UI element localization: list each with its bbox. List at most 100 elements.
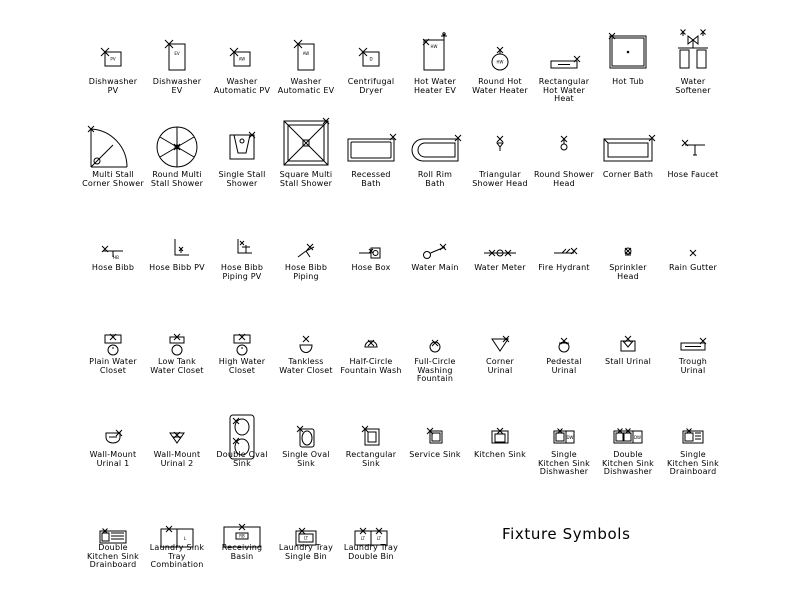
label-line: Roll Rim [417, 170, 453, 179]
plain-water-closet-symbol [83, 315, 143, 375]
label-line: Piping [293, 271, 319, 281]
label-line: Urinal [487, 365, 513, 375]
label-line: Closet [99, 365, 127, 375]
hose-faucet-label: Hose Faucet [638, 170, 748, 180]
label-line: Water Main [411, 263, 459, 272]
stall-urinal-label: Stall Urinal [573, 357, 683, 367]
label-line: Stall Shower [150, 178, 204, 188]
wall-mount-urinal-2-symbol [147, 407, 207, 467]
label-line: Single [551, 450, 577, 459]
label-line: Head [553, 178, 575, 188]
label-line: Urinal [551, 365, 577, 375]
water-meter-symbol [470, 223, 530, 283]
label-line: Water Closet [150, 365, 204, 375]
svg-text:AW: AW [239, 57, 246, 62]
svg-text:HW: HW [497, 60, 504, 65]
label-line: Rain Gutter [668, 263, 718, 272]
label-line: Triangular [479, 170, 521, 179]
label-line: Plain Water [89, 357, 137, 366]
svg-text:LT: LT [304, 536, 309, 541]
label-line: Sink [233, 458, 251, 468]
label-line: Service Sink [409, 450, 461, 459]
sprinkler-head-symbol [598, 223, 658, 283]
label-line: Fountain Wash [340, 365, 402, 375]
svg-text:HW: HW [431, 44, 438, 49]
label-line: High Water [218, 357, 266, 366]
label-line: Centrifugal [347, 77, 395, 86]
label-line: Hose Bibb [91, 263, 135, 272]
laundry-sink-tray-combination-symbol: L [147, 507, 207, 567]
double-oval-sink-symbol [212, 407, 272, 467]
label-line: Water Heater [472, 85, 528, 95]
rain-gutter-symbol [663, 223, 723, 283]
label-line: Drainboard [89, 560, 137, 569]
label-line: Shower [226, 178, 258, 188]
svg-text:D: D [369, 57, 372, 62]
label-line: Double [613, 450, 643, 459]
hose-bibb-pv-symbol [147, 223, 207, 283]
full-circle-washing-fountain-symbol [405, 315, 465, 375]
label-line: Shower Head [472, 178, 528, 188]
label-line: EV [171, 85, 183, 95]
hot-water-heater-ev-symbol: HW [405, 28, 465, 88]
roll-rim-bath-symbol [405, 117, 465, 177]
label-line: Single Stall [218, 170, 266, 179]
label-line: Head [617, 271, 639, 281]
label-line: Rectangular [345, 450, 397, 459]
label-line: Hose Bibb PV [149, 263, 205, 272]
label-line: Double Oval [216, 450, 268, 459]
label-line: Dishwasher [603, 467, 653, 476]
single-oval-sink-symbol [276, 407, 336, 467]
rain-gutter-label: Rain Gutter [638, 263, 748, 273]
label-line: Kitchen Sink [473, 450, 526, 459]
service-sink-symbol [405, 407, 465, 467]
label-line: Washer [290, 77, 322, 86]
water-softener-symbol [663, 28, 723, 88]
label-line: Corner Bath [602, 170, 654, 179]
label-line: Urinal 1 [96, 458, 130, 468]
high-water-closet-symbol [212, 315, 272, 375]
label-line: Hot Water [413, 77, 457, 86]
stall-urinal-symbol [598, 315, 658, 375]
hot-tub-label: Hot Tub [573, 77, 683, 87]
label-line: Basin [230, 551, 254, 561]
hose-bibb-piping-pv-symbol [212, 223, 272, 283]
hose-bibb-label: Hose Bibb [58, 263, 168, 273]
kitchen-sink-label: Kitchen Sink [445, 450, 555, 460]
label-line: Trough [678, 357, 708, 366]
label-line: Rectangular [538, 77, 590, 86]
label-line: Drainboard [669, 467, 717, 476]
washer-automatic-ev-symbol: AW [276, 28, 336, 88]
label-line: Hose Bibb [220, 263, 264, 272]
label-line: Stall Urinal [604, 357, 652, 366]
svg-text:EV: EV [174, 51, 180, 56]
low-tank-water-closet-symbol [147, 315, 207, 375]
washer-automatic-pv-symbol: AW [212, 28, 272, 88]
label-line: Multi Stall [92, 170, 134, 179]
tankless-water-closet-symbol [276, 315, 336, 375]
label-line: Double [98, 543, 128, 552]
label-line: Dryer [359, 85, 383, 95]
double-kitchen-sink-dishwasher-symbol: DW [598, 407, 658, 467]
label-line: Dishwasher [539, 467, 589, 476]
svg-text:HB: HB [113, 255, 119, 260]
